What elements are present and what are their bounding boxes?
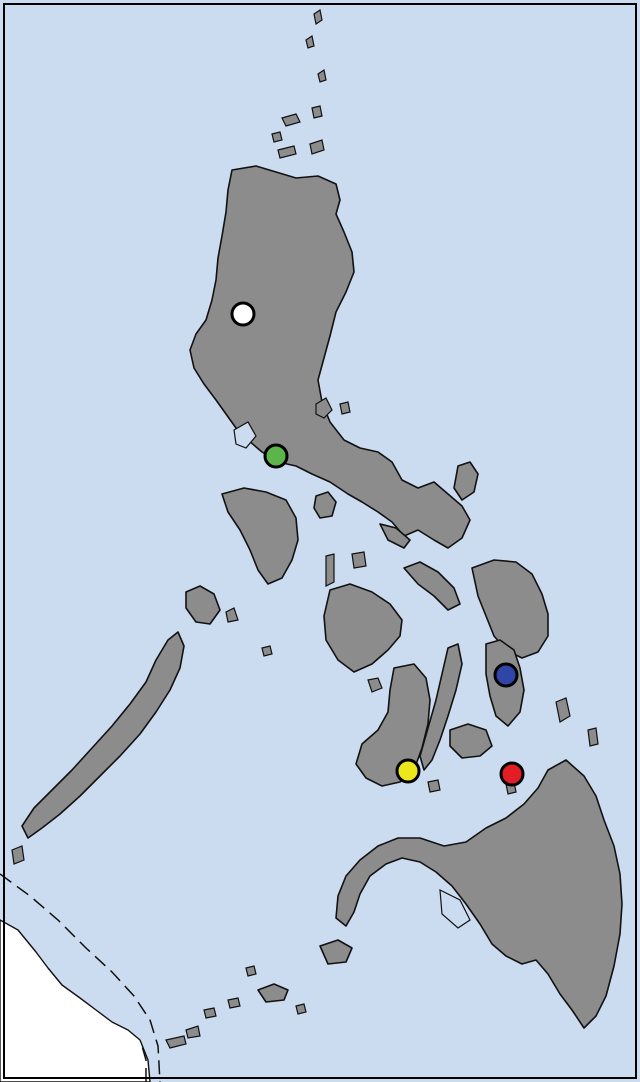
burias-island bbox=[379, 523, 411, 549]
maritime-border-line bbox=[0, 873, 161, 1082]
jolo-island bbox=[257, 983, 289, 1003]
palawan-main-island bbox=[21, 631, 185, 839]
tablas-island bbox=[325, 553, 335, 587]
sulu-islet-3 bbox=[185, 1025, 201, 1039]
masbate-island bbox=[403, 561, 461, 611]
babuyan-islet-1 bbox=[311, 105, 323, 119]
negros-island bbox=[355, 663, 431, 787]
dinagat-island bbox=[555, 697, 571, 723]
red-marker[interactable] bbox=[499, 761, 525, 787]
maritime-border-line-2 bbox=[141, 1045, 147, 1082]
sibuyan-island bbox=[351, 551, 367, 569]
sulu-islet-5 bbox=[295, 1003, 307, 1015]
babuyan-islet-4 bbox=[277, 145, 297, 159]
basilan-island bbox=[319, 939, 353, 965]
tawitawi-island bbox=[165, 1035, 187, 1049]
luzon-islet-east bbox=[339, 401, 351, 415]
batanes-islet-3 bbox=[317, 69, 327, 83]
luzon-island bbox=[189, 165, 471, 549]
mindanao-island bbox=[335, 759, 623, 1029]
yellow-marker[interactable] bbox=[395, 758, 421, 784]
manila-bay bbox=[233, 421, 257, 449]
catanduanes-island bbox=[453, 461, 479, 501]
sulu-islet-1 bbox=[227, 997, 241, 1009]
babuyan-islet-3 bbox=[271, 131, 283, 143]
sulu-islet-4 bbox=[245, 965, 257, 977]
map-frame-border bbox=[3, 3, 637, 1079]
samar-island bbox=[471, 559, 549, 659]
batanes-islet-2 bbox=[305, 35, 315, 49]
babuyan-islet-5 bbox=[309, 139, 325, 155]
batanes-islet-1 bbox=[313, 9, 323, 25]
mindoro-island bbox=[221, 487, 299, 585]
panay-island bbox=[323, 583, 403, 673]
balabac-island bbox=[11, 845, 25, 865]
cuyo-islet bbox=[261, 645, 273, 657]
marinduque-island bbox=[313, 491, 337, 519]
guimaras-island bbox=[367, 677, 383, 693]
sulu-islet-2 bbox=[203, 1007, 217, 1019]
moro-gulf bbox=[439, 888, 471, 929]
siquijor-island bbox=[427, 779, 441, 793]
white-marker[interactable] bbox=[230, 301, 256, 327]
green-marker[interactable] bbox=[263, 443, 289, 469]
palawan-island bbox=[185, 585, 221, 625]
polillo-island bbox=[315, 397, 333, 419]
siargao-island bbox=[587, 727, 599, 747]
blue-marker[interactable] bbox=[493, 662, 519, 688]
bohol-island bbox=[449, 723, 493, 759]
calamian-islet bbox=[225, 607, 239, 623]
babuyan-islet-2 bbox=[281, 113, 301, 127]
cebu-island bbox=[419, 643, 463, 771]
